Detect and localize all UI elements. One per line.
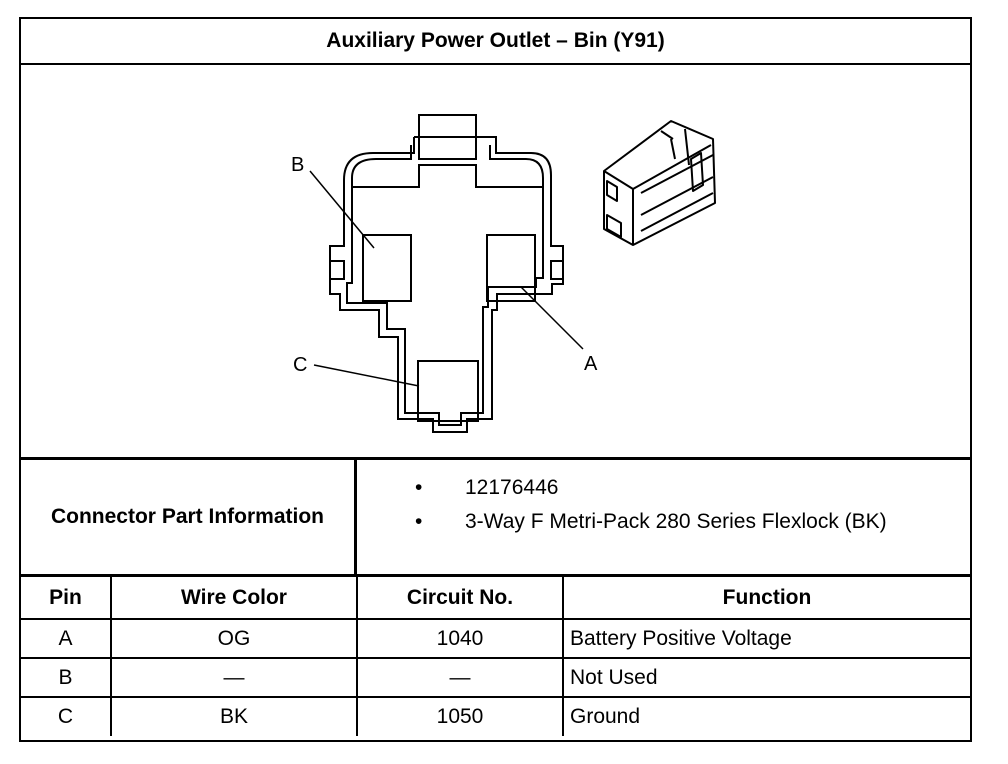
cell-pin: C	[21, 696, 112, 736]
cell-function: Battery Positive Voltage	[562, 618, 970, 659]
leader-b	[309, 170, 375, 249]
table-row: C BK 1050 Ground	[21, 696, 970, 736]
header-pin: Pin	[21, 577, 112, 620]
table-row: A OG 1040 Battery Positive Voltage	[21, 618, 970, 659]
left-ear	[329, 260, 345, 280]
connector-info-label: Connector Part Information	[21, 460, 357, 574]
connector-info-list: • 12176446 • 3-Way F Metri-Pack 280 Seri…	[357, 460, 970, 574]
cell-function: Not Used	[562, 657, 970, 698]
cell-circuit-no: —	[356, 657, 564, 698]
table-row: B — — Not Used	[21, 657, 970, 698]
connector-part-info: Connector Part Information • 12176446 • …	[21, 457, 970, 577]
cell-circuit-no: 1050	[356, 696, 564, 736]
part-number: 12176446	[465, 476, 559, 499]
bullet-icon: •	[415, 476, 423, 499]
cavity-b	[362, 234, 412, 302]
cell-pin: B	[21, 657, 112, 698]
cell-function: Ground	[562, 696, 970, 736]
connector-inner-shell	[346, 145, 544, 426]
leader-a	[520, 286, 584, 350]
connector-table-frame: Auxiliary Power Outlet – Bin (Y91)	[19, 17, 972, 742]
cell-pin: A	[21, 618, 112, 659]
leader-c	[313, 364, 420, 387]
right-ear	[550, 260, 564, 280]
connector-description: 3-Way F Metri-Pack 280 Series Flexlock (…	[465, 510, 887, 533]
connector-housing-sketch	[603, 120, 716, 246]
connector-outer-shell	[329, 136, 564, 433]
connector-face-drawing: B C A	[291, 114, 716, 433]
page-title: Auxiliary Power Outlet – Bin (Y91)	[21, 19, 970, 65]
pinout-table: Pin Wire Color Circuit No. Function A OG…	[21, 577, 970, 736]
cell-wire-color: —	[110, 657, 358, 698]
connector-latch	[414, 114, 481, 160]
table-header-row: Pin Wire Color Circuit No. Function	[21, 577, 970, 620]
callout-b: B	[291, 154, 304, 176]
callout-c: C	[293, 354, 307, 376]
header-function: Function	[562, 577, 970, 620]
header-wire-color: Wire Color	[110, 577, 358, 620]
cavity-a	[486, 234, 536, 302]
cell-wire-color: OG	[110, 618, 358, 659]
cavity-c	[417, 360, 479, 422]
bullet-icon: •	[415, 510, 423, 533]
cell-wire-color: BK	[110, 696, 358, 736]
header-circuit-no: Circuit No.	[356, 577, 564, 620]
cell-circuit-no: 1040	[356, 618, 564, 659]
connector-ledge	[352, 164, 543, 188]
connector-diagram: B C A	[21, 65, 970, 457]
callout-a: A	[584, 353, 598, 375]
